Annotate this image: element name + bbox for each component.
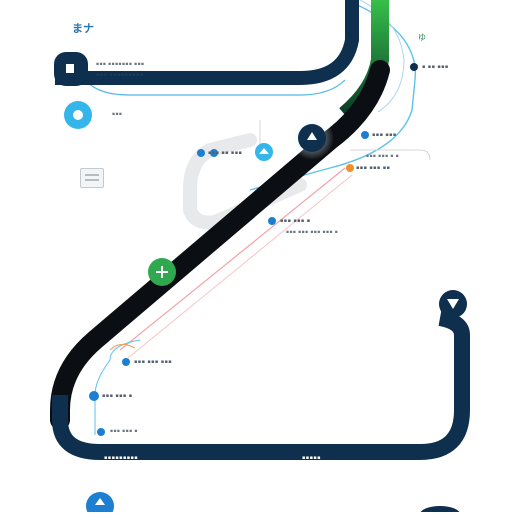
label-right-b: ▪▪▪ ▪▪▪ ▪ ▪ (366, 154, 400, 159)
dot (197, 149, 205, 157)
label-right-c: ▪▪▪ ▪▪▪ ▪▪ (356, 165, 391, 171)
label-top-b: ▪▪▪ ▪▪▪▪▪▪▪▪▪ (96, 72, 144, 78)
label-lower-c: ▪▪▪ ▪▪▪ ▪ (110, 429, 138, 434)
dot (97, 428, 105, 436)
label-mid-left: ▪▪▪ ▪▪ ▪▪▪ (208, 150, 243, 156)
black-pipe (50, 60, 390, 430)
dot (89, 391, 99, 401)
diagram-title: まナ (72, 22, 94, 35)
dot (410, 63, 418, 71)
dot (122, 358, 130, 366)
corner-mark: ゆ (418, 33, 426, 42)
navy-bottom-pipe (52, 310, 470, 460)
pink-line-b (127, 174, 353, 359)
label-top-a: ▪▪▪ ▪▪▪▪▪▪▪ ▪▪▪ (96, 62, 145, 67)
square-node-inner (66, 64, 74, 73)
dot (361, 131, 369, 139)
navy-top-pipe (55, 0, 359, 85)
label-center-a: ▪▪▪ ▪▪▪ ▪ (280, 218, 311, 224)
label-bottom-b: ▪▪▪▪▪ (302, 455, 321, 461)
label-center-b: ▪▪▪ ▪▪▪ ▪▪▪ ▪▪▪ ▪ (286, 230, 339, 235)
dot (268, 217, 276, 225)
bottom-right-node (420, 506, 460, 516)
pink-line-a (119, 167, 346, 351)
label-bottom-a: ▪▪▪▪▪▪▪▪▪ (104, 455, 139, 461)
label-top-right: ▪ ▪▪ ▪▪▪ (422, 64, 449, 70)
label-right-a: ▪▪▪ ▪▪▪ (372, 132, 397, 138)
label-lower-b: ▪▪▪ ▪▪▪ ▪ (102, 393, 133, 399)
dot (346, 164, 354, 172)
document-icon (80, 168, 104, 188)
label-lower-a: ▪▪▪ ▪▪▪ ▪▪▪ (134, 359, 173, 365)
dot (210, 149, 218, 157)
orange-connector (109, 344, 136, 351)
label-left-circle: ▪▪▪ (112, 112, 123, 117)
